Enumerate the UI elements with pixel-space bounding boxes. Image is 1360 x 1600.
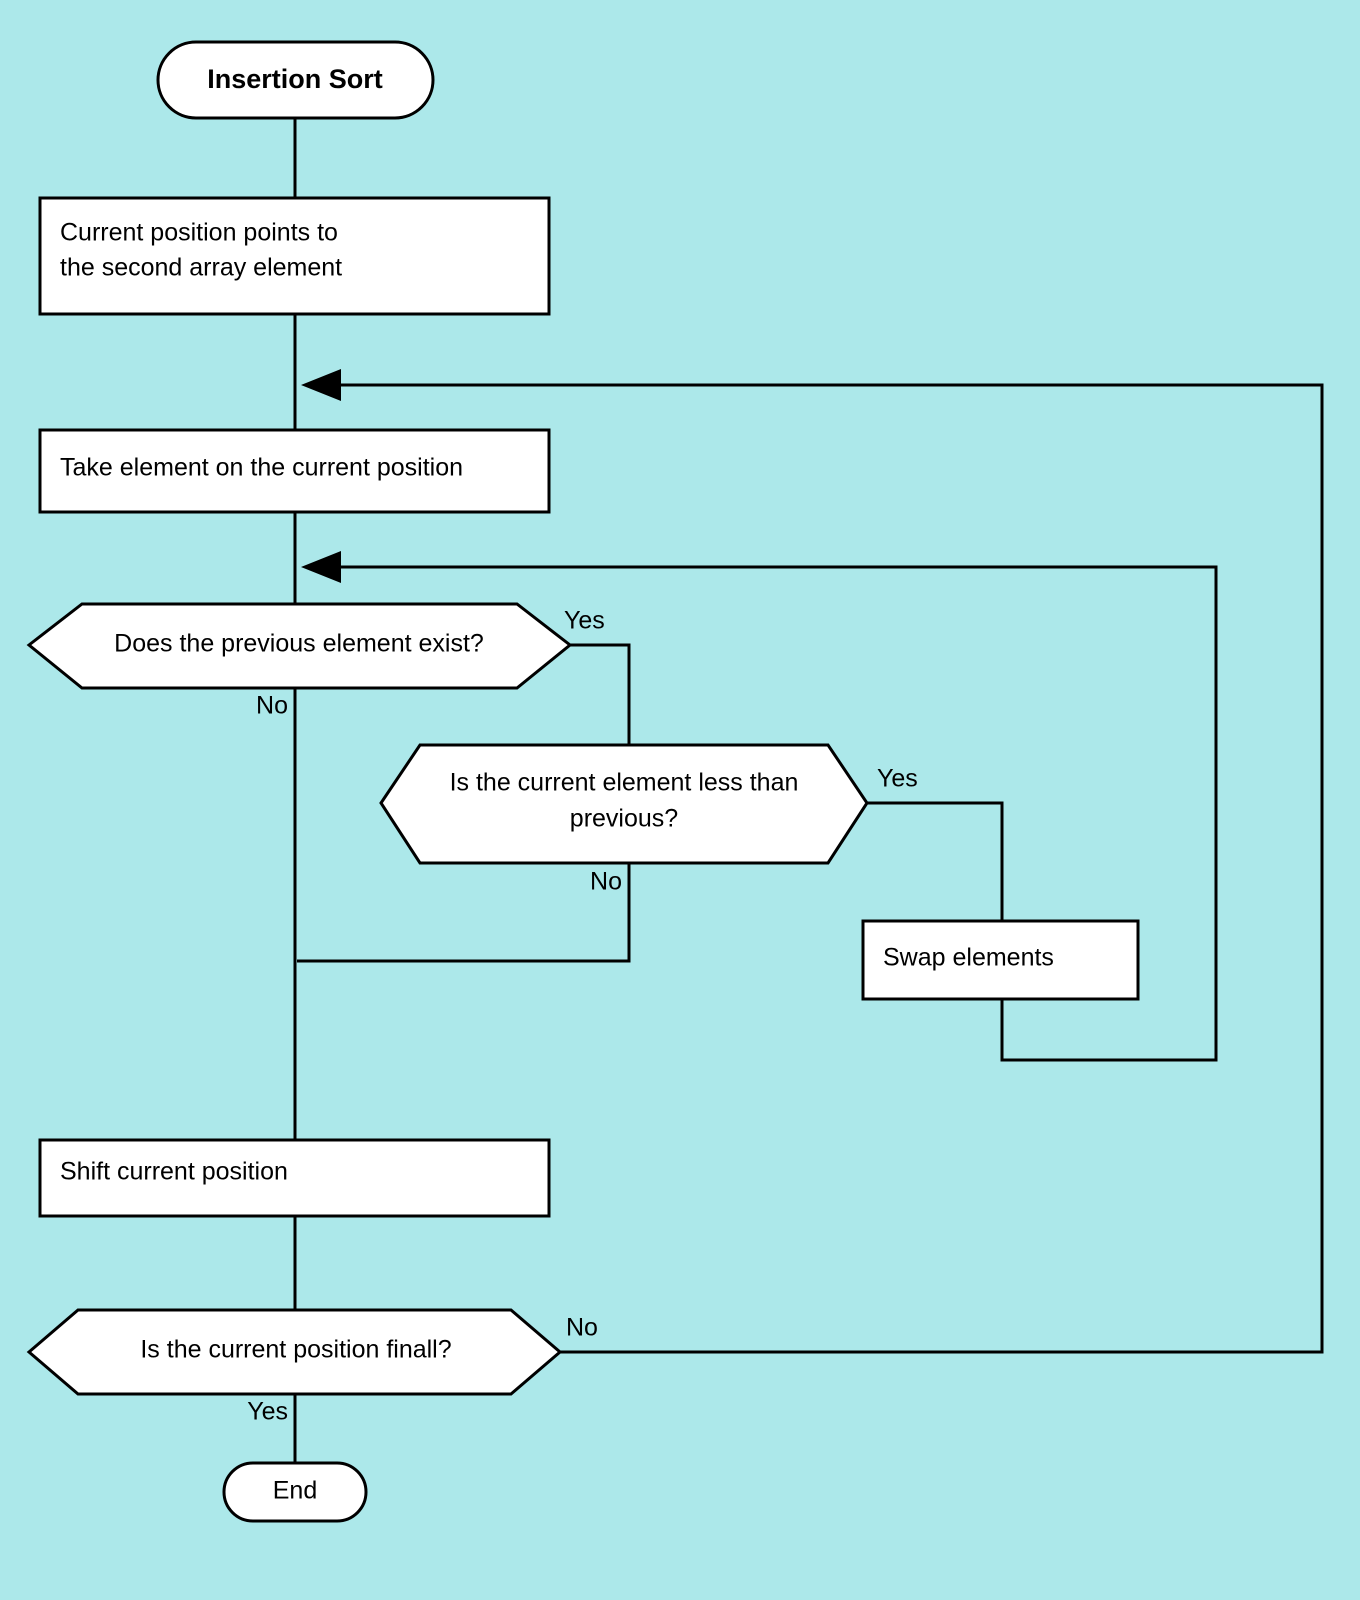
arrowhead-inner-loop (301, 551, 341, 583)
node-start-label: Insertion Sort (207, 64, 383, 94)
edge-label-decision-prev-yes: Yes (564, 607, 605, 635)
edge-swap-loop-back-to-decision-prev (320, 565, 1218, 1062)
node-take[interactable]: Take element on the current position (38, 428, 551, 514)
node-decision-final-shape (26, 1308, 563, 1396)
edge-decision-less-no-to-trunk (297, 863, 631, 963)
arrowhead-outer-loop (301, 369, 341, 401)
node-decision-final-label: Is the current position finall? (140, 1336, 451, 1364)
node-decision-final[interactable]: Is the current position finall? (26, 1308, 563, 1396)
node-shift-label: Shift current position (60, 1158, 288, 1186)
node-decision-less-label-line2: previous? (570, 805, 678, 833)
edge-label-decision-final-no: No (566, 1314, 598, 1342)
edge-label-decision-prev-no: No (256, 692, 288, 720)
node-decision-prev[interactable]: Does the previous element exist? (26, 602, 573, 690)
edge-label-decision-less-no: No (590, 868, 622, 896)
node-decision-less-label-line1: Is the current element less than (450, 769, 799, 797)
node-end-shape (222, 1461, 368, 1523)
edge-label-decision-less-yes: Yes (877, 765, 918, 793)
node-swap-label: Swap elements (883, 944, 1054, 972)
node-take-label: Take element on the current position (60, 454, 463, 482)
edge-decision-final-no-loop-back-to-take (320, 383, 1324, 1354)
node-init-shape (38, 196, 551, 316)
node-decision-less[interactable]: Is the current element less than previou… (379, 743, 869, 865)
node-shift-shape (38, 1138, 551, 1218)
node-swap[interactable]: Swap elements (861, 919, 1140, 1001)
edge-label-decision-final-yes: Yes (247, 1398, 288, 1426)
edge-decision-less-yes-to-swap (867, 801, 1004, 921)
node-decision-prev-label: Does the previous element exist? (114, 630, 484, 658)
node-shift[interactable]: Shift current position (38, 1138, 551, 1218)
node-end-label: End (273, 1477, 317, 1505)
node-init[interactable]: Current position points to the second ar… (38, 196, 551, 316)
node-decision-less-shape (379, 743, 869, 865)
node-swap-shape (861, 919, 1140, 1001)
node-start-shape (156, 40, 435, 120)
node-init-label-line1: Current position points to (60, 219, 338, 247)
node-take-shape (38, 428, 551, 514)
edge-decision-prev-yes-to-decision-less (570, 643, 631, 745)
node-start[interactable]: Insertion Sort (156, 40, 435, 120)
node-decision-prev-shape (26, 602, 573, 690)
node-init-label-line2: the second array element (60, 254, 342, 282)
node-end[interactable]: End (222, 1461, 368, 1523)
